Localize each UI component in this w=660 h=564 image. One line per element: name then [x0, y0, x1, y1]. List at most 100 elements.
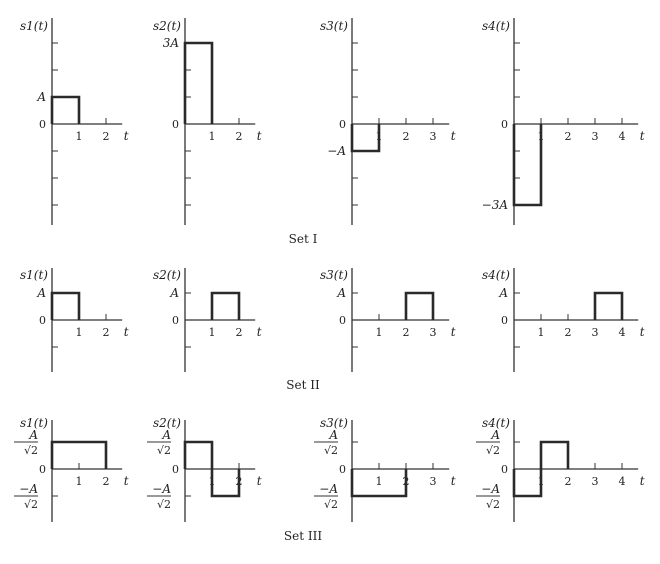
signal-title: s3(t) [320, 268, 348, 282]
signal-waveform [512, 440, 570, 498]
x-tick-label: 1 [376, 475, 383, 488]
signal-title: s2(t) [153, 268, 181, 282]
y-label-denominator: √2 [157, 498, 171, 511]
y-origin-label: 0 [172, 463, 179, 476]
signal-waveform [404, 291, 435, 320]
signal-waveform [210, 291, 241, 320]
set-label: Set III [284, 529, 322, 543]
signal-waveform [183, 440, 241, 498]
y-origin-label: 0 [172, 118, 179, 131]
x-axis-variable-label: t [451, 474, 456, 488]
x-tick-label: 3 [430, 130, 437, 143]
signal-waveform [593, 291, 624, 320]
signal-plot-2-3: 1 2 3 t s3(t) A 0 [320, 268, 456, 372]
x-tick-label: 2 [565, 326, 572, 339]
x-tick-label: 1 [538, 326, 545, 339]
x-tick-label: 4 [619, 130, 626, 143]
x-tick-label: 1 [376, 326, 383, 339]
x-tick-label: 1 [209, 326, 216, 339]
y-origin-label: 0 [339, 314, 346, 327]
signal-waveform [350, 124, 381, 153]
y-label-denominator: √2 [324, 498, 338, 511]
x-tick-label: 2 [236, 326, 243, 339]
x-tick-label: 2 [403, 326, 410, 339]
y-label-denominator: √2 [324, 444, 338, 457]
y-label-numerator: A [328, 428, 338, 442]
y-label-numerator: A [28, 428, 38, 442]
signal-waveform [183, 41, 214, 124]
y-level-label: A [498, 286, 508, 300]
signal-waveform [50, 440, 108, 469]
y-label-numerator: −A [152, 482, 171, 496]
x-tick-label: 1 [76, 475, 83, 488]
y-origin-label: 0 [172, 314, 179, 327]
signal-waveform [512, 124, 543, 207]
y-level-label: A [36, 286, 46, 300]
set-label: Set II [286, 378, 320, 392]
signal-title: s4(t) [482, 19, 510, 33]
signal-title: s1(t) [20, 19, 48, 33]
x-tick-label: 2 [403, 130, 410, 143]
x-tick-label: 4 [619, 475, 626, 488]
y-label-numerator: −A [19, 482, 38, 496]
x-axis-variable-label: t [124, 474, 129, 488]
y-origin-label: 0 [501, 118, 508, 131]
x-axis-variable-label: t [257, 129, 262, 143]
signal-title: s3(t) [320, 19, 348, 33]
y-level-label: −A [327, 144, 346, 158]
x-axis-variable-label: t [640, 129, 645, 143]
y-label-denominator: √2 [486, 444, 500, 457]
y-level-label: A [169, 286, 179, 300]
signal-title: s1(t) [20, 416, 48, 430]
y-label-denominator: √2 [24, 444, 38, 457]
y-label-denominator: √2 [486, 498, 500, 511]
signal-waveform [50, 291, 81, 320]
x-tick-label: 3 [592, 326, 599, 339]
x-tick-label: 1 [209, 130, 216, 143]
x-tick-label: 3 [430, 475, 437, 488]
y-label-numerator: A [161, 428, 171, 442]
signal-waveform [350, 469, 408, 498]
x-tick-label: 3 [592, 475, 599, 488]
x-tick-label: 3 [430, 326, 437, 339]
y-level-label: 3A [163, 36, 180, 50]
y-level-label: A [36, 90, 46, 104]
y-origin-label: 0 [339, 118, 346, 131]
signal-title: s1(t) [20, 268, 48, 282]
y-origin-label: 0 [501, 463, 508, 476]
x-tick-label: 1 [76, 130, 83, 143]
y-label-numerator: A [490, 428, 500, 442]
y-origin-label: 0 [339, 463, 346, 476]
x-axis-variable-label: t [640, 325, 645, 339]
y-level-label: −3A [482, 198, 509, 212]
x-tick-label: 1 [76, 326, 83, 339]
x-tick-label: 2 [103, 475, 110, 488]
signal-waveform [50, 95, 81, 124]
y-origin-label: 0 [501, 314, 508, 327]
x-axis-variable-label: t [124, 129, 129, 143]
x-tick-label: 4 [619, 326, 626, 339]
signal-title: s4(t) [482, 416, 510, 430]
signal-title: s2(t) [153, 416, 181, 430]
y-level-label: A [336, 286, 346, 300]
y-label-denominator: √2 [24, 498, 38, 511]
y-label-numerator: −A [319, 482, 338, 496]
y-origin-label: 0 [39, 463, 46, 476]
y-label-denominator: √2 [157, 444, 171, 457]
x-tick-label: 2 [565, 130, 572, 143]
y-origin-label: 0 [39, 314, 46, 327]
x-axis-variable-label: t [257, 474, 262, 488]
x-axis-variable-label: t [451, 325, 456, 339]
x-tick-label: 2 [236, 130, 243, 143]
signal-title: s4(t) [482, 268, 510, 282]
set-label: Set I [289, 232, 318, 246]
